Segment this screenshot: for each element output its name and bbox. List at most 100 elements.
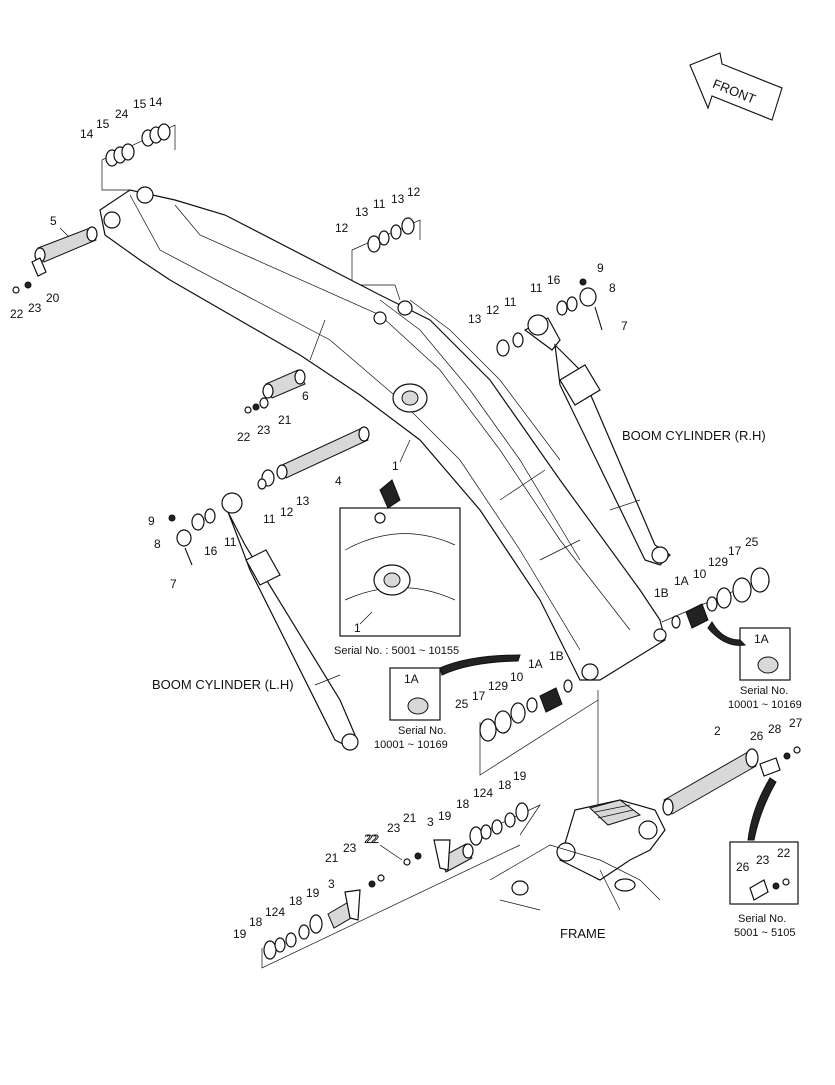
callout-23-pin5: 23 — [28, 301, 42, 315]
callout-19-fr-b: 19 — [513, 769, 527, 783]
callout-7-rh: 7 — [621, 319, 628, 333]
callout-8-lh: 8 — [154, 537, 161, 551]
callout-9-rh: 9 — [597, 261, 604, 275]
frame-label: FRAME — [560, 926, 606, 941]
callout-16-lh: 16 — [204, 544, 218, 558]
pin-4-group: 4 11 12 13 1 — [257, 426, 411, 526]
callout-1B-r: 1B — [654, 586, 669, 600]
callout-15b: 15 — [133, 97, 147, 111]
boom-cylinder-lh: 9 8 16 11 7 BOOM CYLINDER (L.H) — [148, 492, 359, 751]
callout-14b: 14 — [149, 95, 163, 109]
frame-structure: FRAME — [489, 799, 666, 941]
pin-5-group: 5 20 23 22 — [10, 214, 98, 321]
callout-25-r: 25 — [745, 535, 759, 549]
callout-6: 6 — [302, 389, 309, 403]
serial-pin-l2: 5001 ~ 5105 — [734, 927, 795, 939]
callout-13-rh: 13 — [468, 312, 482, 326]
callout-124-fr: 124 — [473, 786, 493, 800]
front-label: FRONT — [711, 76, 758, 107]
right-stack-group: 1B 1A 10 129 17 25 — [654, 535, 770, 629]
callout-15a: 15 — [96, 117, 110, 131]
callout-11-rh-a: 11 — [504, 295, 517, 309]
boom-structure — [99, 186, 667, 681]
callout-17-r: 17 — [728, 544, 742, 558]
serial-pin-l1: Serial No. — [738, 913, 786, 925]
callout-4: 4 — [335, 474, 342, 488]
callout-18-fr-b: 18 — [498, 778, 512, 792]
box-1a-left: 1A — [404, 672, 419, 686]
callout-1A-r: 1A — [674, 574, 689, 588]
callout-23-mid: 23 — [387, 821, 401, 835]
callout-13b: 13 — [391, 192, 405, 206]
callout-19-fr-a: 19 — [438, 809, 452, 823]
callout-19-fl-b: 19 — [233, 927, 247, 941]
box-1a-right: 1A — [754, 632, 769, 646]
left-stack-group: 25 17 129 10 1A 1B — [455, 649, 599, 776]
callout-3-mid: 3 — [427, 815, 434, 829]
callout-12a: 12 — [335, 221, 349, 235]
callout-24: 24 — [115, 107, 129, 121]
callout-13a: 13 — [355, 205, 369, 219]
serial-main: Serial No. : 5001 ~ 10155 — [334, 645, 459, 657]
callout-27: 27 — [789, 716, 803, 730]
pin-6-group: 6 21 23 22 — [237, 369, 309, 444]
serial-1a-right-l2: 10001 ~ 10169 — [728, 699, 802, 711]
inset-pin-serial: 26 23 22 Serial No. 5001 ~ 5105 — [729, 777, 799, 939]
top-mid-washer-group: 12 13 11 13 12 — [335, 185, 421, 301]
callout-1B-l: 1B — [549, 649, 564, 663]
callout-23-pin6: 23 — [257, 423, 271, 437]
callout-12-pin4: 12 — [280, 505, 294, 519]
callout-17-l: 17 — [472, 689, 486, 703]
pin-box-26: 26 — [736, 860, 750, 874]
callout-22-mid: 22 — [366, 832, 380, 846]
serial-1a-left-l2: 10001 ~ 10169 — [374, 739, 448, 751]
callout-129-r: 129 — [708, 555, 728, 569]
callout-11-pin4: 11 — [263, 512, 276, 526]
inset-serial-main: 1 Serial No. : 5001 ~ 10155 — [334, 479, 461, 657]
callout-3-fl: 3 — [328, 877, 335, 891]
callout-12b: 12 — [407, 185, 421, 199]
callout-1A-l: 1A — [528, 657, 543, 671]
inset-1a-left: 1A Serial No. 10001 ~ 10169 — [374, 654, 521, 751]
frame-right-washers: 19 18 124 18 19 — [438, 769, 541, 846]
pin-2-group: 2 26 28 27 — [662, 716, 803, 816]
serial-1a-left-l1: Serial No. — [398, 725, 446, 737]
callout-2: 2 — [714, 724, 721, 738]
callout-7-lh: 7 — [170, 577, 177, 591]
callout-21-pin6: 21 — [278, 413, 292, 427]
callout-28: 28 — [768, 722, 782, 736]
callout-12-rh: 12 — [486, 303, 500, 317]
callout-26-pin2: 26 — [750, 729, 764, 743]
pin-box-22: 22 — [777, 846, 791, 860]
callout-5: 5 — [50, 214, 57, 228]
frame-pin-3-mid: 3 21 23 22 — [366, 811, 474, 873]
callout-19-fl-a: 19 — [306, 886, 320, 900]
boom-cylinder-lh-label: BOOM CYLINDER (L.H) — [152, 677, 294, 692]
callout-11-lh: 11 — [224, 535, 237, 549]
callout-13-pin4: 13 — [296, 494, 310, 508]
callout-22-fl: 22 — [364, 832, 378, 846]
callout-129-l: 129 — [488, 679, 508, 693]
pin-box-23: 23 — [756, 853, 770, 867]
front-arrow: FRONT — [689, 52, 783, 121]
callout-16-rh: 16 — [547, 273, 561, 287]
inset-1a-right: 1A Serial No. 10001 ~ 10169 — [707, 621, 802, 711]
boom-cylinder-rh: 13 12 11 11 16 9 8 7 BOOM CYLINDER (R.H) — [468, 261, 766, 566]
frame-left-group: 21 23 22 3 19 18 124 18 19 — [233, 832, 521, 969]
top-left-washer-group: 14 15 24 15 14 — [80, 95, 176, 205]
callout-10-r: 10 — [693, 567, 707, 581]
callout-18-fr-a: 18 — [456, 797, 470, 811]
callout-1: 1 — [392, 459, 399, 473]
callout-21-fl: 21 — [325, 851, 339, 865]
callout-8-rh: 8 — [609, 281, 616, 295]
callout-18-fl-b: 18 — [249, 915, 263, 929]
callout-124-fl: 124 — [265, 905, 285, 919]
callout-10-l: 10 — [510, 670, 524, 684]
callout-21-mid: 21 — [403, 811, 417, 825]
callout-11: 11 — [373, 197, 386, 211]
callout-20: 20 — [46, 291, 60, 305]
callout-9-lh: 9 — [148, 514, 155, 528]
callout-25-l: 25 — [455, 697, 469, 711]
